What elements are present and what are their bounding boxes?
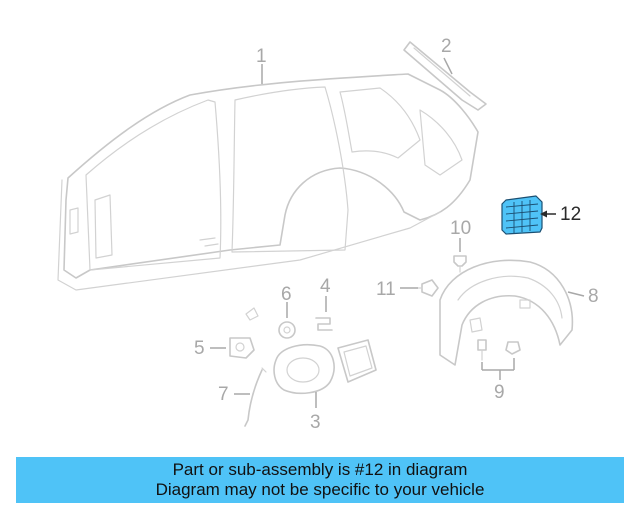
callout-4: 4 bbox=[320, 276, 331, 297]
callout-1: 1 bbox=[256, 46, 267, 67]
callout-labels: 1 2 3 4 5 6 7 8 9 10 11 12 bbox=[194, 36, 599, 433]
roof-rail-strip bbox=[403, 41, 487, 111]
callout-3: 3 bbox=[310, 412, 321, 433]
wheelhouse-liner-part-8 bbox=[439, 259, 574, 366]
hinge-bracket-part-5 bbox=[229, 307, 259, 359]
spring-clip-part-4 bbox=[315, 317, 333, 331]
callout-9: 9 bbox=[494, 382, 505, 403]
callout-7: 7 bbox=[218, 384, 229, 405]
leader-lines bbox=[210, 57, 585, 408]
fuel-door-housing-part-3 bbox=[273, 339, 377, 395]
banner-line-1: Part or sub-assembly is #12 in diagram bbox=[172, 460, 468, 479]
callout-2: 2 bbox=[441, 36, 452, 57]
bolt-part-11 bbox=[417, 279, 439, 297]
push-pin-part-10 bbox=[453, 255, 467, 273]
callout-12: 12 bbox=[560, 204, 581, 225]
callout-5: 5 bbox=[194, 338, 205, 359]
callout-8: 8 bbox=[588, 286, 599, 307]
part-12-highlighted[interactable] bbox=[501, 195, 543, 235]
callout-10: 10 bbox=[450, 218, 471, 239]
callout-6: 6 bbox=[281, 284, 292, 305]
banner-line-2: Diagram may not be specific to your vehi… bbox=[155, 480, 485, 499]
grommet-part-6 bbox=[278, 321, 296, 339]
body-side-panel bbox=[57, 73, 479, 291]
callout-11: 11 bbox=[376, 279, 396, 300]
fasteners-part-9 bbox=[477, 339, 521, 361]
rod-part-7 bbox=[244, 367, 267, 427]
info-banner: Part or sub-assembly is #12 in diagram D… bbox=[16, 457, 624, 503]
